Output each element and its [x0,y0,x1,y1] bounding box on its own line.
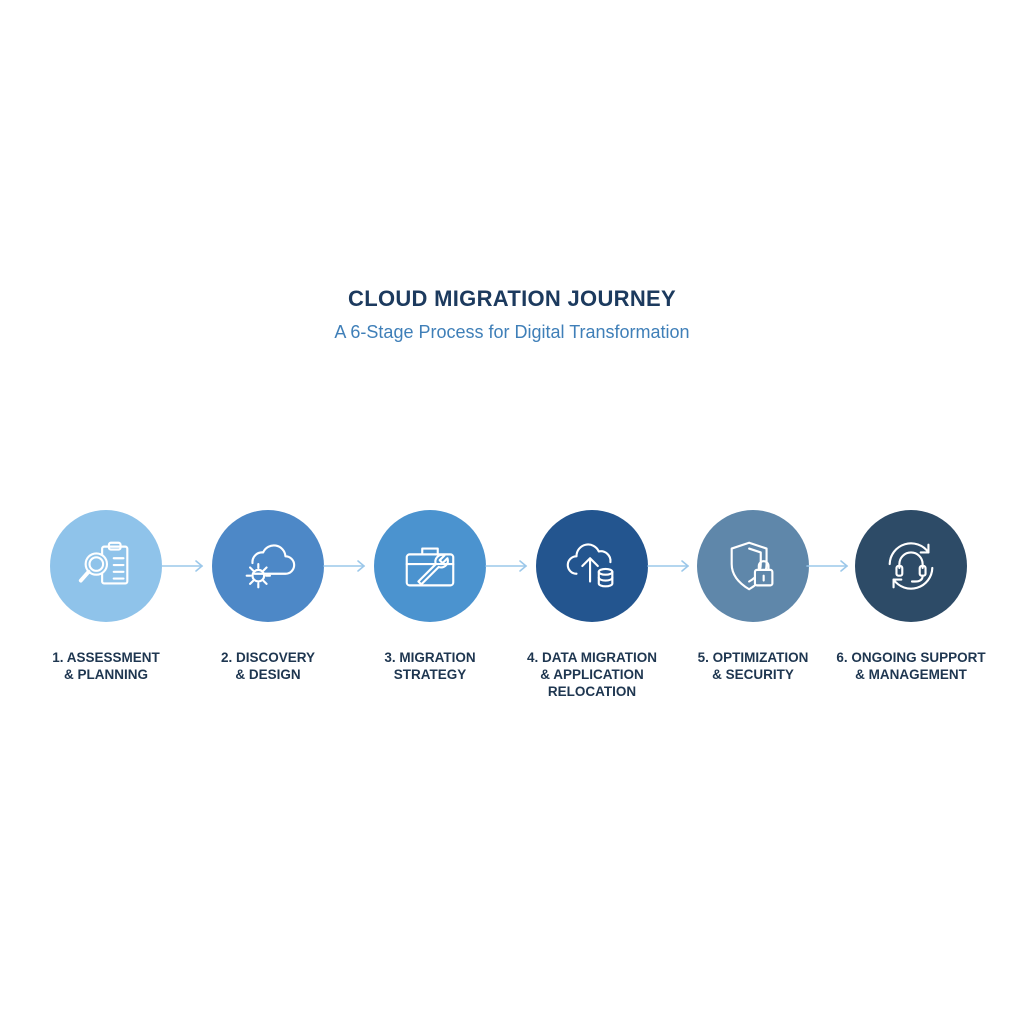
arrow-1 [160,557,206,575]
stage-6: 6. ONGOING SUPPORT & MANAGEMENT [826,510,996,710]
stage-1-circle [50,510,162,622]
stage-3-label: 3. MIGRATION STRATEGY [384,650,476,682]
stage-4-circle [536,510,648,622]
magnifier-clipboard-icon [78,541,129,585]
shield-lock-icon [730,541,774,591]
cloud-upload-database-icon [566,543,614,588]
stage-3: 3. MIGRATION STRATEGY [345,510,515,710]
stage-2: 2. DISCOVERY & DESIGN [183,510,353,710]
stage-2-label: 2. DISCOVERY & DESIGN [220,650,316,682]
headset-cycle-icon [888,542,934,590]
stage-4-label: 4. DATA MIGRATION & APPLICATION RELOCATI… [527,650,657,699]
stage-5-circle [697,510,809,622]
stage-3-circle [374,510,486,622]
diagram-subtitle: A 6-Stage Process for Digital Transforma… [334,322,690,342]
stage-5: 5. OPTIMIZATION & SECURITY [668,510,838,710]
toolbox-wrench-icon [405,547,455,587]
stage-2-circle [212,510,324,622]
cloud-gear-icon [245,544,296,589]
diagram-title: CLOUD MIGRATION JOURNEY [348,286,676,311]
stage-6-circle [855,510,967,622]
stage-1: 1. ASSESSMENT & PLANNING [21,510,191,710]
stage-1-label: 1. ASSESSMENT & PLANNING [52,650,160,682]
stage-6-label: 6. ONGOING SUPPORT & MANAGEMENT [836,650,986,682]
stage-4: 4. DATA MIGRATION & APPLICATION RELOCATI… [507,510,677,710]
arrow-4 [646,557,692,575]
stage-5-label: 5. OPTIMIZATION & SECURITY [697,650,809,682]
arrow-2 [322,557,368,575]
arrow-5 [805,557,851,575]
arrow-3 [484,557,530,575]
